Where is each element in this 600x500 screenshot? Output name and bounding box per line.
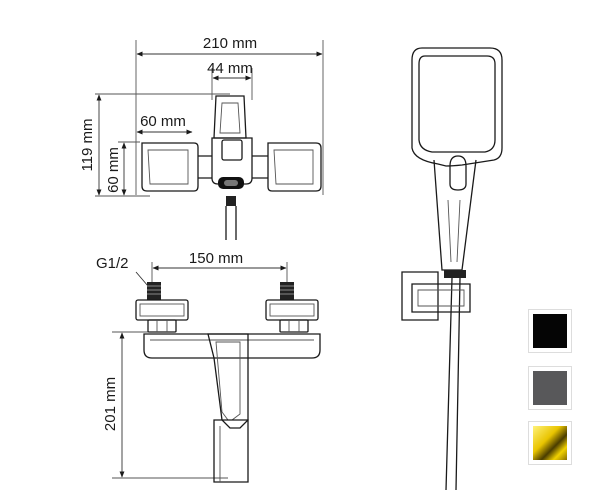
top-view: 210 mm 44 mm 60 mm 119 mm 60 mm <box>79 35 324 240</box>
right-handle <box>267 142 322 192</box>
hand-shower <box>401 47 503 491</box>
wall-holder-clip <box>411 283 471 313</box>
right-nut <box>279 319 309 333</box>
shower-hose <box>445 277 461 491</box>
graphite-finish-swatch[interactable] <box>528 366 572 410</box>
wall-holder-base <box>401 271 439 321</box>
spray-face <box>418 55 496 153</box>
dim-60-vertical-label: 60 mm <box>105 147 122 193</box>
spout-column <box>213 419 249 483</box>
dim-44-label: 44 mm <box>207 60 253 77</box>
left-handle <box>141 142 199 192</box>
left-inlet <box>147 282 161 300</box>
dim-210-label: 210 mm <box>203 35 257 52</box>
dim-119-label: 119 mm <box>79 118 96 171</box>
right-inlet <box>280 282 294 300</box>
gold-finish-swatch[interactable] <box>528 421 572 465</box>
dim-60-label: 60 mm <box>140 113 186 130</box>
thread-label: G1/2 <box>96 255 129 272</box>
graphite-finish-color <box>533 371 567 405</box>
spout <box>207 333 249 429</box>
mixer-body-top <box>211 137 253 185</box>
right-flange <box>265 299 319 321</box>
black-finish-swatch[interactable] <box>528 309 572 353</box>
shower-handle <box>433 159 477 271</box>
black-finish-color <box>533 314 567 348</box>
spout-top <box>213 95 247 139</box>
dim-201-label: 201 mm <box>102 377 119 431</box>
left-nut <box>147 319 177 333</box>
spray-button <box>449 155 467 191</box>
dim-150-label: 150 mm <box>189 250 243 267</box>
left-flange <box>135 299 189 321</box>
mixer-body <box>143 333 321 359</box>
front-view: 150 mm 201 mm G1/2 <box>96 250 321 483</box>
shower-head <box>411 47 503 167</box>
gold-finish-color <box>533 426 567 460</box>
